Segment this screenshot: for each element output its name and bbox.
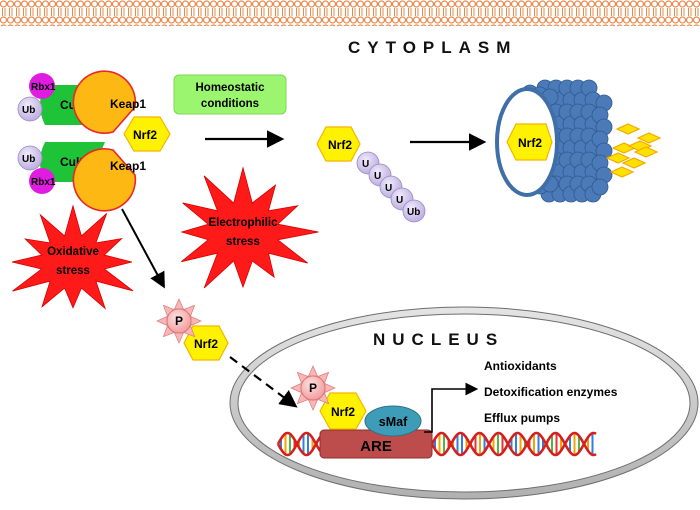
keap1-bottom — [72, 147, 137, 212]
phospho-cyto-label: P — [175, 314, 183, 328]
are-element: ARE — [319, 429, 433, 459]
degraded-peptide-fragments — [605, 123, 662, 178]
ubiquitinated-nrf2: Nrf2 U U U U Ub — [316, 126, 426, 223]
peptide-fragment — [615, 123, 641, 135]
dna-strand — [276, 431, 323, 457]
smaf: sMaf — [364, 405, 422, 437]
nrf2-bound-label: Nrf2 — [133, 128, 157, 142]
are-label: ARE — [360, 438, 392, 455]
nuclear-translocation-arrow — [229, 356, 298, 408]
target-detoxification-enzymes: Detoxification enzymes — [484, 385, 618, 399]
rbx1-top — [29, 73, 55, 99]
phospho-spike — [173, 332, 185, 344]
nrf2-nucleus-label: Nrf2 — [331, 405, 355, 419]
oxidative-line2: stress — [56, 265, 90, 277]
transcription-arrow — [424, 382, 479, 433]
phospho-spike — [190, 315, 202, 327]
nrf2-phospho-cyto-label: Nrf2 — [194, 337, 218, 351]
nucleus-title: NUCLEUS — [373, 330, 504, 349]
svg-text:U: U — [385, 183, 392, 194]
keap1-cul3-complex: Cul3 Cul3 Keap1 Keap1 Nrf2 Rbx1 Ub Ub Rb… — [17, 70, 171, 212]
peptide-fragment — [621, 157, 647, 169]
nrf2-degrading-label: Nrf2 — [518, 136, 542, 150]
dna-strand — [430, 431, 597, 457]
peptide-fragment — [636, 132, 662, 144]
homeostatic-conditions-box: Homeostatic conditions — [173, 74, 287, 115]
keap1-top-label: Keap1 — [110, 97, 146, 111]
oxidative-stress-burst: Oxidative stress — [11, 204, 134, 310]
svg-text:U: U — [396, 195, 403, 206]
homeostatic-line1: Homeostatic — [195, 82, 265, 94]
proteasome: Nrf2 — [495, 79, 613, 203]
phosphorylated-nrf2-cytoplasm: Nrf2 P — [156, 298, 229, 361]
dna-helix — [276, 431, 597, 457]
phospho-spike — [156, 315, 168, 327]
ub-top-label: Ub — [22, 105, 35, 116]
phospho-circle — [300, 375, 326, 401]
ub-bottom-label: Ub — [22, 154, 35, 165]
electrophilic-line2: stress — [226, 236, 260, 248]
phospho-nucleus-label: P — [309, 381, 317, 395]
rbx1-top-label: Rbx1 — [31, 82, 56, 93]
electrophilic-stress-burst: Electrophilic stress — [180, 166, 319, 289]
nrf2-ubiquitinated-label: Nrf2 — [328, 138, 352, 152]
ub-top — [17, 96, 43, 122]
arrow-to-phosphorylation — [121, 208, 165, 289]
nrf2-bound-keap1 — [123, 116, 171, 152]
nrf2-ubiquitinated — [316, 126, 361, 162]
dna-strand — [430, 431, 597, 457]
cytoplasm-title: CYTOPLASM — [348, 38, 517, 57]
dna-strand — [276, 431, 323, 457]
svg-text:U: U — [362, 159, 369, 170]
svg-text:U: U — [374, 171, 381, 182]
ub-bottom — [17, 145, 43, 171]
rbx1-bottom — [29, 168, 55, 194]
phospho-group-nucleus — [290, 365, 336, 411]
electrophilic-line1: Electrophilic — [208, 217, 278, 229]
phospho-group-cytoplasm — [156, 298, 202, 344]
phospho-spike — [173, 298, 185, 310]
svg-text:Ub: Ub — [407, 207, 420, 218]
target-antioxidants: Antioxidants — [484, 359, 557, 373]
peptide-fragment — [633, 146, 659, 158]
smaf-label: sMaf — [379, 415, 408, 429]
nrf2-degrading — [506, 123, 553, 161]
peptide-fragment — [609, 166, 635, 178]
nrf2-phospho-cyto — [183, 325, 229, 361]
rbx1-bottom-label: Rbx1 — [31, 177, 56, 188]
proteasome-subunit — [591, 178, 609, 196]
peptide-fragment — [605, 152, 631, 164]
keap1-bottom-label: Keap1 — [110, 159, 146, 173]
phospho-circle — [166, 308, 192, 334]
cell-membrane — [0, 0, 700, 26]
target-efflux-pumps: Efflux pumps — [484, 411, 560, 425]
nrf2-nucleus: Nrf2 — [319, 392, 367, 430]
ub-chain-5 — [402, 199, 426, 223]
keap1-top — [72, 70, 137, 135]
homeostatic-line2: conditions — [201, 98, 259, 110]
oxidative-line1: Oxidative — [47, 246, 99, 258]
